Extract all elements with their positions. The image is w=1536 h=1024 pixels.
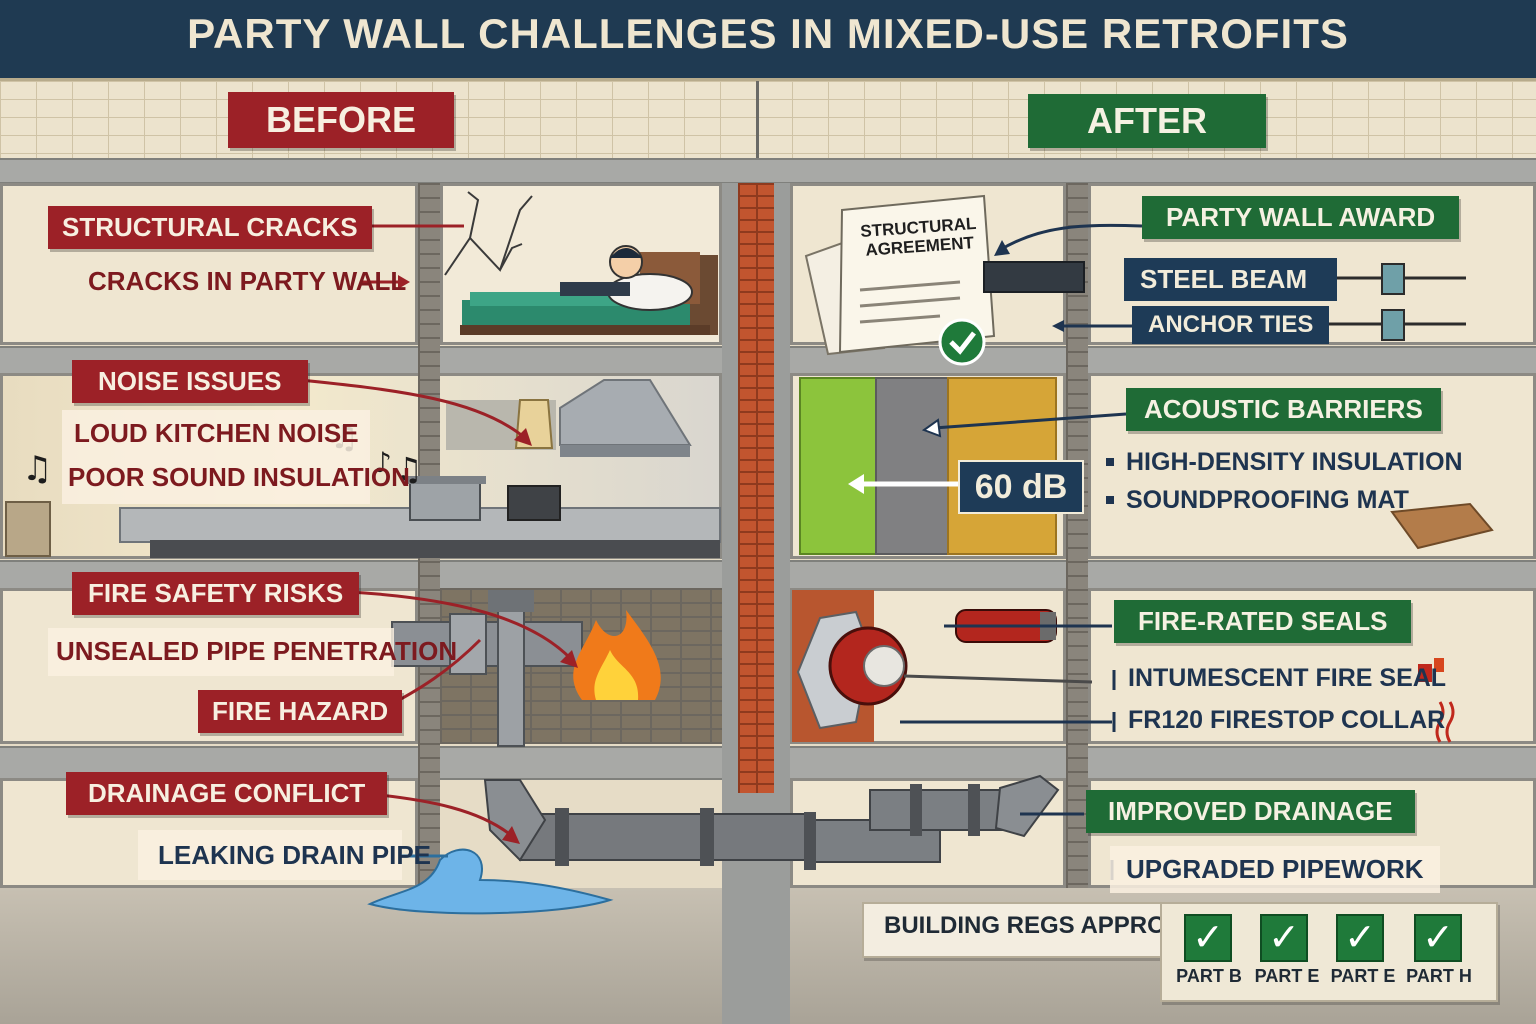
- improved-drainage-label: IMPROVED DRAINAGE: [1086, 790, 1415, 833]
- seal-rod: [903, 674, 1093, 684]
- arrowhead: [560, 650, 578, 668]
- part-label: PART E: [1254, 966, 1320, 986]
- callout-arrow: [349, 590, 574, 662]
- acoustic-barriers-label: ACOUSTIC BARRIERS: [1126, 388, 1441, 431]
- sleeping-person-icon: [560, 245, 693, 311]
- arrowhead: [1052, 320, 1064, 332]
- noise-item: POOR SOUND INSULATION: [68, 462, 410, 492]
- header-bar: [0, 0, 1536, 81]
- fire-seal-item: INTUMESCENT FIRE SEAL: [1128, 664, 1447, 692]
- callout-arrow: [933, 412, 1127, 430]
- music-note-icon: ♪: [374, 446, 392, 479]
- arrowhead: [502, 826, 520, 844]
- firestop-collar-icon: [796, 610, 908, 730]
- noise-issues-label: NOISE ISSUES: [72, 360, 308, 403]
- check-icon: ✓: [1184, 914, 1232, 962]
- page-title: PARTY WALL CHALLENGES IN MIXED-USE RETRO…: [187, 10, 1349, 57]
- acoustic-item: SOUNDPROOFING MAT: [1126, 486, 1409, 514]
- fire-item: UNSEALED PIPE PENETRATION: [56, 636, 458, 666]
- drain-flange: [555, 808, 569, 866]
- callout-arrow: [369, 792, 513, 838]
- arrowhead: [514, 428, 532, 446]
- pipe-flange: [804, 812, 816, 870]
- acoustic-item: HIGH-DENSITY INSULATION: [1126, 448, 1463, 476]
- cracks-in-party-wall-label: CRACKS IN PARTY WALL: [88, 266, 407, 296]
- part-label: PART H: [1406, 966, 1472, 986]
- callout-arrow: [999, 223, 1143, 252]
- anchor-ties-label: ANCHOR TIES: [1132, 306, 1330, 344]
- party-wall-award-label: PARTY WALL AWARD: [1142, 196, 1460, 239]
- upgraded-elbow: [994, 774, 1060, 838]
- upgraded-pipework-label: UPGRADED PIPEWORK: [1110, 846, 1440, 893]
- check-icon: ✓: [1260, 914, 1308, 962]
- steel-beam: [983, 261, 1085, 293]
- check-icon: ✓: [1336, 914, 1384, 962]
- noise-item: LOUD KITCHEN NOISE: [74, 418, 359, 448]
- stove-top: [150, 540, 720, 558]
- drainage-conflict-label: DRAINAGE CONFLICT: [66, 772, 388, 815]
- pipe-elbow: [488, 590, 534, 612]
- part-label: PART B: [1176, 966, 1242, 986]
- leaking-drain-pipe-label: LEAKING DRAIN PIPE: [158, 840, 432, 870]
- anchor-bracket: [1381, 309, 1405, 341]
- steel-beam-label: STEEL BEAM: [1124, 258, 1338, 301]
- range-hood-icon: [446, 379, 692, 457]
- part-label: PART E: [1330, 966, 1396, 986]
- drain-detail-box: [138, 830, 402, 880]
- bullet: [1106, 496, 1114, 504]
- upgraded-pipe: [869, 789, 1011, 831]
- approval-banner: [862, 902, 1176, 958]
- after-heading: AFTER: [1028, 94, 1266, 148]
- cooking-pot-icon: [404, 476, 486, 521]
- check-icon: ✓: [1414, 914, 1462, 962]
- document-icon: [804, 194, 996, 356]
- insulation-layer-gray: [875, 377, 949, 555]
- fire-detail-box: [48, 628, 394, 676]
- arrowhead: [398, 275, 410, 289]
- fire-safety-risks-label: FIRE SAFETY RISKS: [72, 572, 360, 615]
- arrowhead: [848, 474, 864, 494]
- fire-icon: [573, 610, 661, 700]
- crack-line: [444, 195, 533, 276]
- beam-bracket: [1381, 263, 1405, 295]
- callout-arrow: [299, 378, 526, 440]
- seal-fragment-icon: [1434, 658, 1444, 672]
- arrowhead: [921, 418, 942, 438]
- arrowhead: [994, 240, 1010, 256]
- bullet: [1106, 458, 1114, 466]
- insulation-layer-green: [799, 377, 877, 555]
- noise-details-box: [62, 410, 370, 504]
- crack-line: [467, 191, 480, 239]
- building-regs-approved-label: BUILDING REGS APPROVED: [884, 912, 1216, 939]
- saucepan-icon: [507, 485, 561, 521]
- cabinet: [5, 501, 51, 557]
- party-wall-bricks: [738, 183, 774, 793]
- music-note-icon: ♫: [394, 450, 423, 488]
- water-leak-icon: [367, 848, 614, 915]
- pipe-flange: [910, 784, 922, 836]
- pipe-joint: [449, 613, 487, 675]
- fire-seal-item: FR120 FIRESTOP COLLAR: [1128, 706, 1446, 734]
- drain-flange: [700, 808, 714, 866]
- pipe-flange: [968, 784, 980, 836]
- approved-check-icon: [938, 318, 986, 366]
- seal-fragment-icon: [1418, 664, 1432, 682]
- soundproofing-mat-icon: [1390, 502, 1494, 550]
- fire-hazard-label: FIRE HAZARD: [198, 690, 403, 733]
- structural-cracks-label: STRUCTURAL CRACKS: [48, 206, 372, 249]
- before-heading: BEFORE: [228, 92, 454, 148]
- crack-line: [499, 243, 523, 271]
- wall-column: [1066, 183, 1088, 888]
- music-note-icon: ♫: [22, 449, 52, 489]
- fire-rated-seals-label: FIRE-RATED SEALS: [1114, 600, 1412, 643]
- heat-wave-icon: [1435, 701, 1455, 743]
- decibel-rating-badge: 60 dB: [958, 460, 1084, 514]
